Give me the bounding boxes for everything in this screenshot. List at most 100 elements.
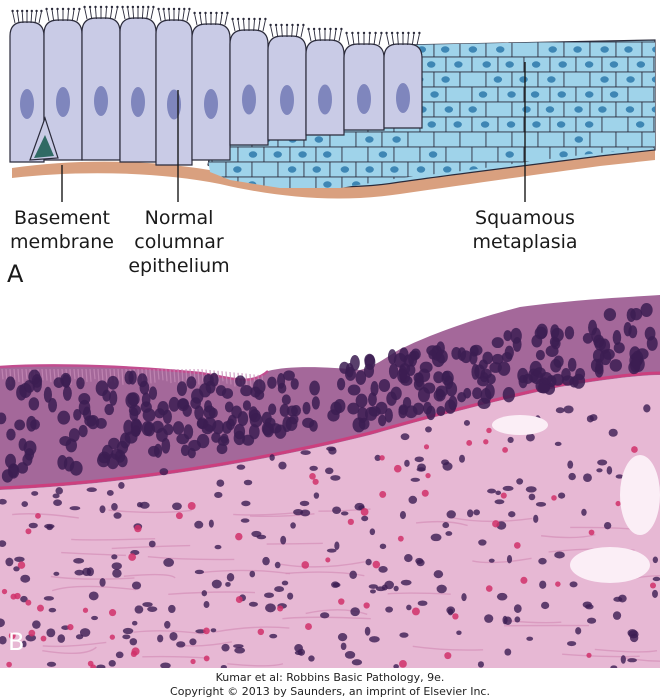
cilium bbox=[346, 33, 350, 46]
stromal-nucleus bbox=[299, 500, 310, 507]
cilium bbox=[300, 25, 304, 38]
stromal-nucleus bbox=[214, 544, 222, 550]
epithelial-nucleus bbox=[378, 414, 387, 427]
cilium bbox=[16, 11, 20, 24]
cilium bbox=[215, 13, 217, 26]
stromal-nucleus bbox=[583, 473, 592, 483]
cilium bbox=[194, 13, 198, 26]
cilium-tip bbox=[396, 31, 399, 35]
stromal-nucleus bbox=[122, 634, 131, 640]
cilium-tip bbox=[329, 27, 332, 31]
cilium-tip bbox=[269, 23, 272, 27]
squamous-nucleus bbox=[559, 151, 568, 158]
cilium-tip bbox=[351, 31, 354, 35]
red-blood-cell bbox=[347, 518, 354, 526]
stromal-nucleus bbox=[502, 615, 508, 625]
stromal-nucleus bbox=[606, 466, 613, 475]
red-blood-cell bbox=[82, 607, 89, 613]
squamous-nucleus bbox=[312, 166, 321, 173]
stromal-nucleus bbox=[320, 612, 330, 619]
panel-a-letter: A bbox=[7, 260, 24, 288]
squamous-cell bbox=[575, 176, 603, 188]
stromal-nucleus bbox=[514, 616, 521, 623]
stromal-nucleus bbox=[374, 454, 381, 462]
cilium-tip bbox=[183, 7, 186, 11]
cilium-strand bbox=[53, 368, 56, 380]
squamous-cell bbox=[471, 146, 499, 163]
squamous-label-line1: Squamous bbox=[475, 207, 575, 229]
epithelial-nucleus bbox=[211, 432, 221, 443]
epithelial-nucleus bbox=[224, 401, 234, 413]
stromal-nucleus bbox=[201, 590, 208, 597]
cilium-tip bbox=[72, 7, 76, 11]
stromal-nucleus bbox=[113, 512, 122, 519]
columnar-nucleus bbox=[94, 86, 108, 116]
epithelial-nucleus bbox=[148, 445, 160, 457]
squamous-nucleus bbox=[609, 91, 619, 98]
stromal-nucleus bbox=[442, 522, 450, 529]
stromal-nucleus bbox=[504, 648, 512, 656]
stromal-nucleus bbox=[567, 460, 574, 469]
cilium bbox=[253, 19, 255, 32]
stromal-nucleus bbox=[0, 498, 7, 505]
epithelial-nucleus bbox=[209, 372, 219, 387]
stromal-nucleus bbox=[404, 459, 410, 467]
cilium bbox=[319, 29, 321, 42]
stromal-nucleus bbox=[169, 631, 178, 641]
stromal-nucleus bbox=[608, 428, 618, 437]
stromal-nucleus bbox=[112, 568, 122, 578]
stromal-nucleus bbox=[164, 620, 171, 629]
squamous-nucleus bbox=[531, 61, 541, 68]
red-blood-cell bbox=[277, 605, 284, 612]
cilium bbox=[127, 7, 130, 20]
cilium-strand bbox=[101, 368, 104, 383]
epithelial-nucleus bbox=[435, 388, 444, 401]
epithelial-nucleus bbox=[190, 397, 201, 410]
stromal-nucleus bbox=[111, 562, 122, 570]
stromal-nucleus bbox=[467, 509, 474, 518]
epithelial-nucleus bbox=[131, 419, 143, 435]
squamous-nucleus bbox=[598, 106, 607, 113]
cilium bbox=[57, 9, 59, 22]
stromal-nucleus bbox=[21, 501, 29, 507]
stromal-nucleus bbox=[131, 620, 138, 626]
cilium bbox=[158, 9, 162, 22]
stromal-nucleus bbox=[309, 465, 318, 471]
squamous-cell bbox=[537, 131, 565, 148]
stromal-nucleus bbox=[46, 661, 57, 667]
squamous-cell bbox=[523, 176, 551, 188]
stromal-nucleus bbox=[226, 572, 235, 582]
stromal-nucleus bbox=[399, 511, 406, 520]
stromal-nucleus bbox=[535, 501, 547, 507]
cilium bbox=[275, 25, 279, 38]
epithelial-nucleus bbox=[109, 390, 118, 406]
squamous-nucleus bbox=[584, 121, 594, 128]
cilium-tip bbox=[131, 5, 135, 9]
cilium-strand bbox=[17, 368, 20, 383]
stromal-nucleus bbox=[234, 647, 246, 654]
epithelial-nucleus bbox=[163, 423, 174, 436]
red-blood-cell bbox=[486, 427, 492, 434]
epithelial-nucleus bbox=[291, 404, 301, 417]
stromal-nucleus bbox=[340, 511, 349, 516]
cilium-tip bbox=[25, 9, 29, 13]
collagen-fiber bbox=[280, 561, 365, 568]
basement-label-line1: Basement bbox=[14, 207, 110, 229]
squamous-nucleus bbox=[468, 46, 478, 53]
epithelial-nucleus bbox=[48, 398, 58, 413]
epithelial-nucleus bbox=[561, 375, 575, 386]
cilium-strand bbox=[249, 373, 252, 388]
cilium-tip bbox=[385, 31, 388, 35]
stromal-nucleus bbox=[134, 605, 144, 614]
stromal-nucleus bbox=[91, 615, 99, 621]
squamous-nucleus bbox=[323, 181, 332, 188]
epithelial-nucleus bbox=[203, 405, 216, 420]
collagen-fiber bbox=[305, 609, 368, 615]
red-blood-cell bbox=[235, 532, 243, 541]
epithelial-nucleus bbox=[248, 424, 260, 440]
stromal-nucleus bbox=[251, 530, 262, 538]
stromal-nucleus bbox=[525, 486, 537, 493]
squamous-cell bbox=[653, 176, 655, 188]
epithelial-nucleus bbox=[598, 338, 611, 354]
epithelial-nucleus bbox=[472, 387, 483, 400]
